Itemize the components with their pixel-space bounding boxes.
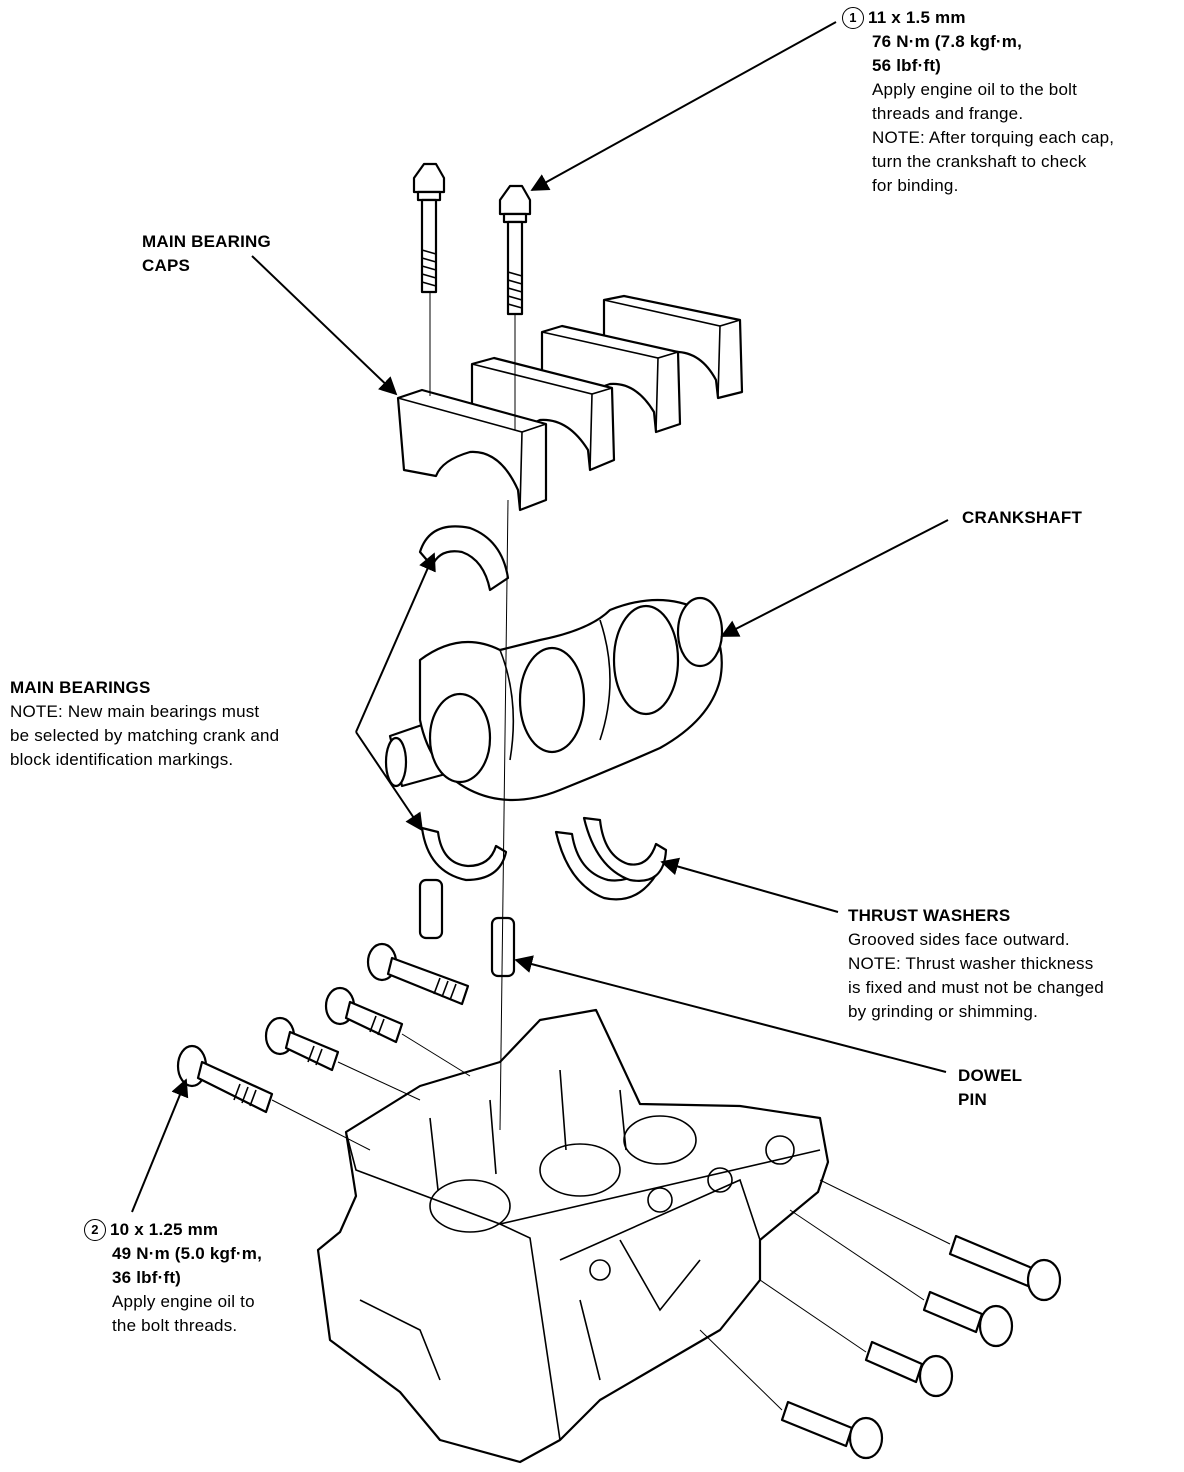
bolt1-note-line5: for binding. — [872, 176, 959, 195]
side-bolt-left-1 — [366, 942, 470, 1006]
leader-lines — [131, 21, 949, 1213]
bolt2-torque-line1: 49 N·m (5.0 kgf·m, — [112, 1244, 263, 1263]
bolt1-note-line1: Apply engine oil to the bolt — [872, 80, 1078, 99]
main-bearing-upper — [418, 525, 510, 592]
thrust-note-line1: Grooved sides face outward. — [848, 930, 1070, 949]
thrust-note-line2: NOTE: Thrust washer thickness — [848, 954, 1094, 973]
side-bolt-right-1 — [948, 1234, 1062, 1302]
bolt2-note-line2: the bolt threads. — [112, 1316, 238, 1335]
dowel-pin-label: DOWEL PIN — [958, 1064, 1022, 1112]
crankshaft-label: CRANKSHAFT — [962, 506, 1082, 530]
bearings-note-line3: block identification markings. — [10, 750, 234, 769]
caps-label-line2: CAPS — [142, 256, 191, 275]
side-bolt-right-3 — [864, 1340, 954, 1398]
bolt2-spec: 10 x 1.25 mm — [110, 1220, 219, 1239]
thrust-title: THRUST WASHERS — [848, 906, 1011, 925]
main-bearing-cap-1 — [396, 388, 548, 512]
thrust-washers-part — [554, 816, 668, 901]
side-bolt-right-2 — [922, 1290, 1014, 1348]
main-bearing-caps-label: MAIN BEARING CAPS — [142, 230, 271, 278]
bolt1-torque-line2: 56 lbf·ft) — [872, 56, 942, 75]
crankshaft-part — [384, 596, 724, 802]
main-bearing-lower — [420, 826, 508, 882]
main-bearing-cap-2 — [470, 356, 616, 472]
bolt1-spec: 11 x 1.5 mm — [868, 8, 966, 27]
bolt1-note-line3: NOTE: After torquing each cap, — [872, 128, 1115, 147]
dowel-label-line1: DOWEL — [958, 1066, 1023, 1085]
thrust-note-line3: is fixed and must not be changed — [848, 978, 1104, 997]
side-bolt-left-2 — [324, 986, 404, 1044]
bolt2-note-line1: Apply engine oil to — [112, 1292, 255, 1311]
cap-bolt-left — [412, 162, 446, 294]
bolt1-note-line4: turn the crankshaft to check — [872, 152, 1087, 171]
main-bearings-label: MAIN BEARINGS NOTE: New main bearings mu… — [10, 676, 279, 772]
side-bolt-left-3 — [264, 1016, 340, 1072]
bolt1-torque-line1: 76 N·m (7.8 kgf·m, — [872, 32, 1023, 51]
dowel-pin-left — [418, 878, 444, 940]
cap-bolt-right — [498, 184, 532, 316]
thrust-washers-label: THRUST WASHERS Grooved sides face outwar… — [848, 904, 1104, 1024]
bearings-note-line1: NOTE: New main bearings must — [10, 702, 260, 721]
bolt1-note-line2: threads and frange. — [872, 104, 1024, 123]
alignment-lines — [271, 292, 951, 1411]
dowel-label-line2: PIN — [958, 1090, 987, 1109]
callout-number-1: 1 — [842, 7, 864, 29]
bolt2-torque-line2: 36 lbf·ft) — [112, 1268, 182, 1287]
side-bolt-left-4 — [176, 1044, 274, 1114]
bearings-title: MAIN BEARINGS — [10, 678, 151, 697]
crankshaft-title: CRANKSHAFT — [962, 508, 1083, 527]
side-bolt-right-4 — [780, 1400, 884, 1460]
caps-label-line1: MAIN BEARING — [142, 232, 271, 251]
thrust-note-line4: by grinding or shimming. — [848, 1002, 1038, 1021]
cylinder-block-part — [316, 1008, 830, 1464]
bearings-note-line2: be selected by matching crank and — [10, 726, 280, 745]
callout-number-2: 2 — [84, 1219, 106, 1241]
